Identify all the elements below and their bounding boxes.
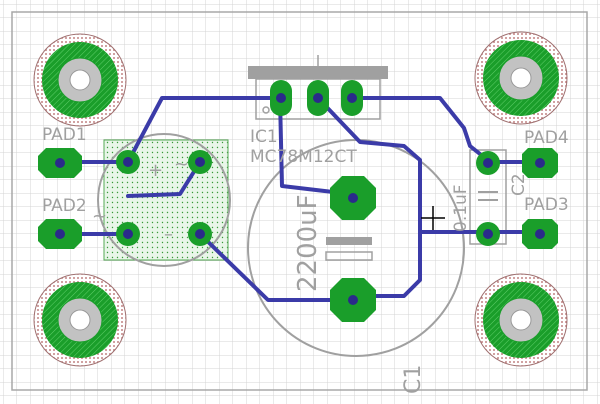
ic1-pad-3[interactable] xyxy=(341,80,363,116)
pad4[interactable] xyxy=(522,148,558,178)
trace-ic1-gnd-c1 xyxy=(316,96,422,298)
trace-bridge-minus-c1 xyxy=(198,232,358,302)
trace-bridge-plus-ic1 xyxy=(126,96,282,164)
bridge-tilde-left: ~ xyxy=(92,206,107,227)
trace-ic1-in-c1 xyxy=(278,96,352,196)
ic1-value-label: MC78M12CT xyxy=(250,147,357,167)
ic1-pad-2[interactable] xyxy=(307,80,329,116)
mounting-hole-top-right[interactable] xyxy=(474,31,568,125)
pad1[interactable] xyxy=(38,148,82,178)
ic1-tab xyxy=(248,66,388,79)
pad2[interactable] xyxy=(38,219,82,249)
bridge-rectifier-outline xyxy=(97,133,231,267)
ic1-pin1-marker xyxy=(262,106,270,114)
pad4-label: PAD4 xyxy=(524,128,569,148)
board-outline xyxy=(11,11,588,391)
pad3[interactable] xyxy=(522,219,558,249)
c2-value-label: 0.1uF xyxy=(451,184,471,232)
c1-plate-top xyxy=(326,237,372,245)
bridge-pad-ac-bottom[interactable] xyxy=(116,222,140,246)
mounting-hole-top-left[interactable] xyxy=(33,33,127,127)
c1-plate-bottom xyxy=(325,251,373,261)
c2-label: C2 xyxy=(509,173,529,196)
mounting-hole-bottom-right[interactable] xyxy=(474,273,568,367)
bridge-tilde-top: ~ xyxy=(174,154,189,175)
bridge-pad-ac-top[interactable] xyxy=(188,150,212,174)
pad3-label: PAD3 xyxy=(524,195,569,215)
bridge-pad-plus[interactable] xyxy=(116,150,140,174)
c1-label: C1 xyxy=(401,365,426,394)
crosshair-cursor-icon xyxy=(421,206,445,230)
ic1-pad-1[interactable] xyxy=(270,80,292,116)
mounting-hole-bottom-left[interactable] xyxy=(33,273,127,367)
c2-pad-2[interactable] xyxy=(476,222,500,246)
pad1-label: PAD1 xyxy=(42,125,87,145)
c1-pad-minus[interactable] xyxy=(330,278,376,322)
bridge-minus-symbol: – xyxy=(164,224,173,245)
trace-bridge-ac xyxy=(126,160,202,198)
pad2-label: PAD2 xyxy=(42,196,87,216)
ic1-label: IC1 xyxy=(250,127,278,147)
c1-value-label: 2200uF xyxy=(293,194,323,292)
bridge-plus-symbol: + xyxy=(148,160,163,181)
c1-pad-plus[interactable] xyxy=(330,176,376,220)
c2-pad-1[interactable] xyxy=(476,151,500,175)
bridge-pad-minus[interactable] xyxy=(188,222,212,246)
